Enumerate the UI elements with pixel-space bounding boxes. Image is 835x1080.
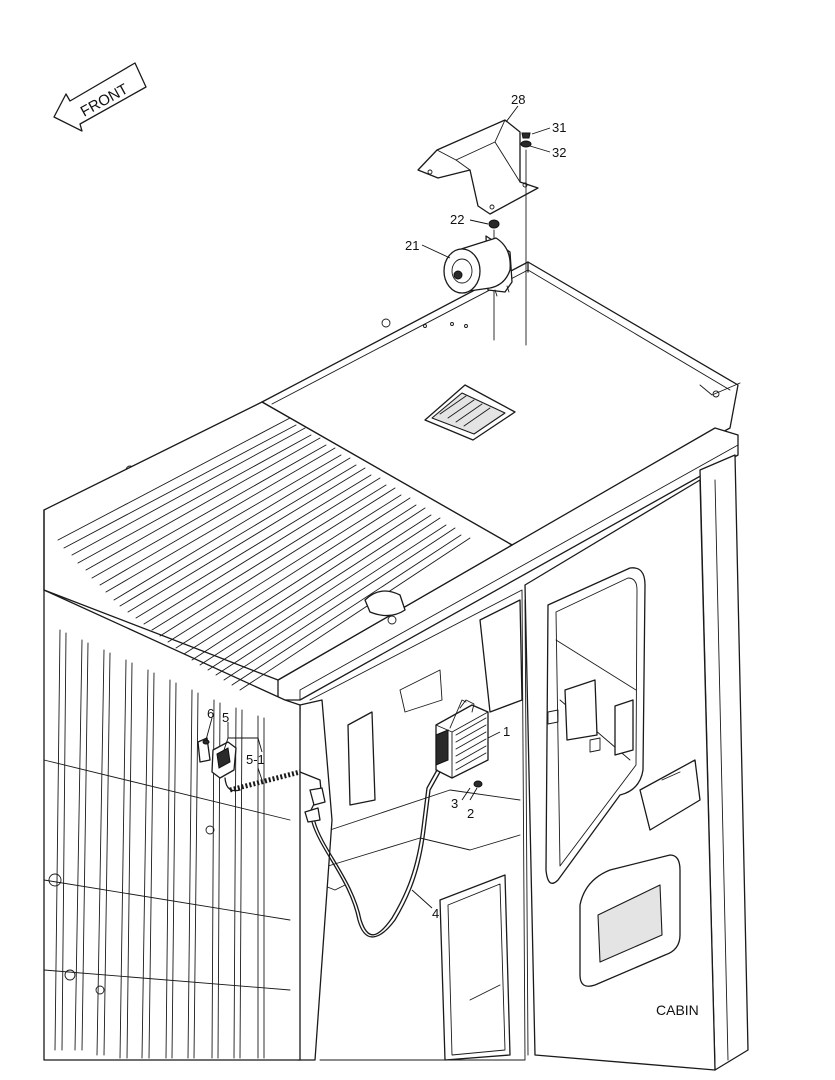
fasteners [488, 132, 532, 346]
cab-structure [277, 427, 749, 1071]
microphone-assembly [197, 737, 441, 938]
callout-28: 28 [511, 92, 525, 107]
controller-box-1 [435, 699, 489, 788]
callout-2: 2 [467, 806, 474, 821]
callout-21: 21 [405, 238, 419, 253]
callout-leaders [205, 105, 551, 909]
callout-3: 3 [451, 796, 458, 811]
callout-22: 22 [450, 212, 464, 227]
rear-grille [43, 589, 301, 1061]
callout-6: 6 [207, 706, 214, 721]
bracket-28 [417, 119, 539, 215]
callout-5-1: 5-1 [246, 752, 265, 767]
horn-21 [443, 235, 513, 297]
cab-interior [297, 589, 526, 1061]
callout-31: 31 [552, 120, 566, 135]
roof-slats [43, 401, 513, 691]
front-arrow-icon: FRONT [53, 62, 147, 132]
callout-4: 4 [432, 906, 439, 921]
callout-5: 5 [222, 710, 229, 725]
cab-roof [125, 261, 741, 546]
callout-32: 32 [552, 145, 566, 160]
section-label: CABIN [656, 1002, 699, 1018]
callout-1: 1 [503, 724, 510, 739]
callout-labels: 28 31 32 22 21 1 3 2 4 6 5 5-1 [207, 92, 566, 921]
